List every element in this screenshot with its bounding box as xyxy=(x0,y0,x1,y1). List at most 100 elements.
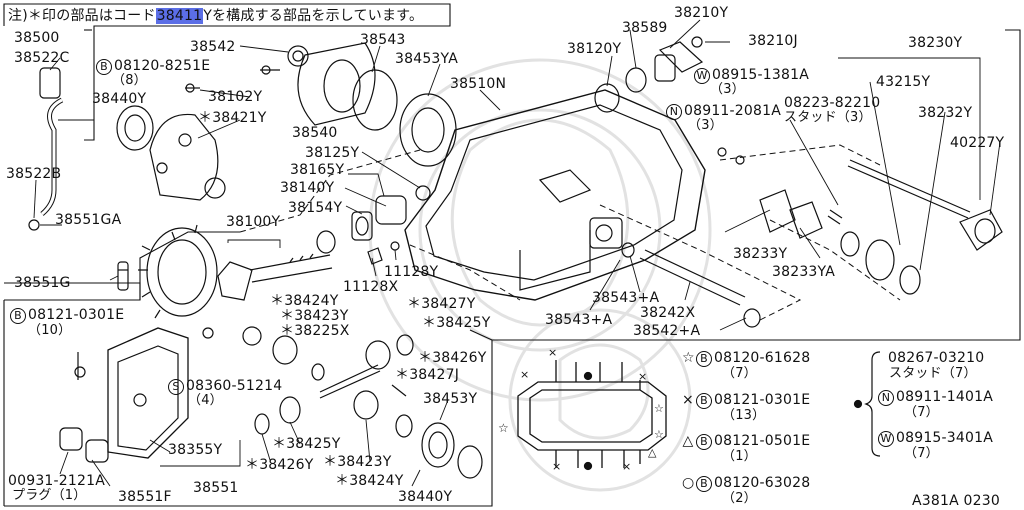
fastener-type-badge: B xyxy=(96,59,112,75)
part-number-label-p38551GA: 38551GA xyxy=(55,212,122,228)
tagged-part-number: 08120-8251E xyxy=(114,58,211,74)
legend-quantity-leg-tri: （1） xyxy=(722,449,757,464)
legend-symbol-icon: ☆ xyxy=(682,350,695,366)
part-number-label-p38423Y-b: ＊38423Y xyxy=(323,454,392,470)
quantity-note-q8: （8） xyxy=(112,73,147,88)
part-number-label-p08223: 08223-82210 xyxy=(784,95,881,111)
part-number-label-p40227Y: 40227Y xyxy=(950,135,1005,151)
svg-text:☆: ☆ xyxy=(654,402,664,415)
quantity-note-plug: プラグ（1） xyxy=(12,488,87,503)
part-number-label-p38125Y: 38125Y xyxy=(305,145,360,161)
quantity-note-q10: （10） xyxy=(28,323,72,338)
part-number-label-p38427Y: ＊38427Y xyxy=(407,296,476,312)
axle-shaft xyxy=(827,159,1003,295)
note-suffix: Yを構成する部品を示しています。 xyxy=(203,8,424,24)
part-number-label-p38424Y-b: ＊38424Y xyxy=(335,473,404,489)
part-number-label-p38120Y: 38120Y xyxy=(567,41,622,57)
dashed-leaders xyxy=(239,144,901,321)
legend-bracket xyxy=(853,351,881,457)
part-number-label-p38230Y: 38230Y xyxy=(908,35,963,51)
legend-quantity-leg-cross: （13） xyxy=(722,408,766,423)
diagram-code: A381A 0230 xyxy=(912,493,1000,509)
rear-cover-housing xyxy=(404,89,706,301)
tagged-part-number: 08911-1401A xyxy=(896,389,993,405)
svg-text:×: × xyxy=(552,460,561,473)
part-number-label-p38425Y-a: ＊38425Y xyxy=(422,315,491,331)
quantity-note-q3b: （3） xyxy=(688,118,723,133)
note-prefix: 注)＊印の部品はコード xyxy=(8,8,156,24)
part-number-label-p38551G: 38551G xyxy=(14,275,71,291)
legend-quantity-leg-circ: （2） xyxy=(722,491,757,506)
ring-gear xyxy=(138,224,218,319)
part-number-label-p38453Y: 38453Y xyxy=(423,391,478,407)
part-number-label-p38543-top: 38543 xyxy=(360,32,406,48)
gaskets-right xyxy=(759,189,823,239)
svg-text:☆: ☆ xyxy=(498,421,509,435)
svg-text:×: × xyxy=(520,368,529,381)
fastener-type-badge: S xyxy=(168,379,184,395)
part-number-label-p38542A: 38542+A xyxy=(633,323,701,339)
part-number-label-p11128X: 11128X xyxy=(343,279,399,295)
part-number-label-p38355Y: 38355Y xyxy=(168,442,223,458)
part-number-label-p38440Y-top: 38440Y xyxy=(92,91,147,107)
part-number-label-p38510N: 38510N xyxy=(450,76,507,92)
legend-part-number: 08121-0301E xyxy=(714,392,811,408)
tagged-part-number: 08915-3401A xyxy=(896,430,993,446)
quantity-note-q3a: （3） xyxy=(710,82,745,97)
tagged-part-number: 08911-2081A xyxy=(684,103,781,119)
part-number-label-p38540: 38540 xyxy=(292,125,338,141)
legend-symbol-icon: ○ xyxy=(682,475,695,491)
part-number-label-p38242X: 38242X xyxy=(640,305,696,321)
part-number-label-p38233Y: 38233Y xyxy=(733,246,788,262)
tagged-part-number: 08121-0301E xyxy=(28,307,125,323)
legend-symbol-icon: × xyxy=(682,392,694,408)
drive-pinion xyxy=(217,253,333,301)
svg-text:×: × xyxy=(548,346,557,359)
part-number-label-p38427J: ＊38427J xyxy=(395,367,460,383)
watermark-emblem-icon xyxy=(368,58,712,492)
note-header: 注)＊印の部品はコード38411Yを構成する部品を示しています。 xyxy=(8,8,424,24)
fastener-type-badge: W xyxy=(878,431,894,447)
part-number-label-p38543A-b: 38543+A xyxy=(545,312,613,328)
legend-part-number: 08120-63028 xyxy=(714,475,811,491)
svg-text:☆: ☆ xyxy=(654,428,664,441)
part-number-label-p38551F: 38551F xyxy=(118,489,172,505)
part-number-label-p38522C: 38522C xyxy=(14,50,70,66)
fastener-type-badge: W xyxy=(694,68,710,84)
part-number-label-p38424Y-a: ＊38424Y xyxy=(270,293,339,309)
tagged-part-number: 08360-51214 xyxy=(186,378,283,394)
part-number-label-p38233YA: 38233YA xyxy=(772,264,835,280)
part-number-label-p38426Y-b: ＊38426Y xyxy=(245,457,314,473)
fastener-type-badge: B xyxy=(10,308,26,324)
fastener-type-badge: N xyxy=(666,104,682,120)
part-number-label-p38440Y-bot: 38440Y xyxy=(398,489,453,505)
fastener-type-badge: B xyxy=(696,351,712,367)
quantity-note-stud7: スタッド（7） xyxy=(889,366,977,381)
fastener-type-badge: B xyxy=(696,393,712,409)
part-number-label-p38421Y: ＊38421Y xyxy=(198,110,267,126)
pinion-bearings xyxy=(287,45,431,265)
fastener-type-badge: B xyxy=(696,476,712,492)
part-number-label-p38210J: 38210J xyxy=(748,33,798,49)
quantity-note-q4: （4） xyxy=(188,393,223,408)
differential-case xyxy=(116,105,226,201)
part-number-label-p38543A-a: 38543+A xyxy=(592,290,660,306)
highlighted-part-code: 38411 xyxy=(155,8,204,24)
part-number-label-p38140Y: 38140Y xyxy=(280,180,335,196)
fastener-type-badge: B xyxy=(696,434,712,450)
legend-part-number: 08121-0501E xyxy=(714,433,811,449)
svg-text:△: △ xyxy=(648,446,657,459)
leader-lines xyxy=(33,19,1001,487)
svg-text:×: × xyxy=(638,370,647,383)
fastener-type-badge: N xyxy=(878,390,894,406)
